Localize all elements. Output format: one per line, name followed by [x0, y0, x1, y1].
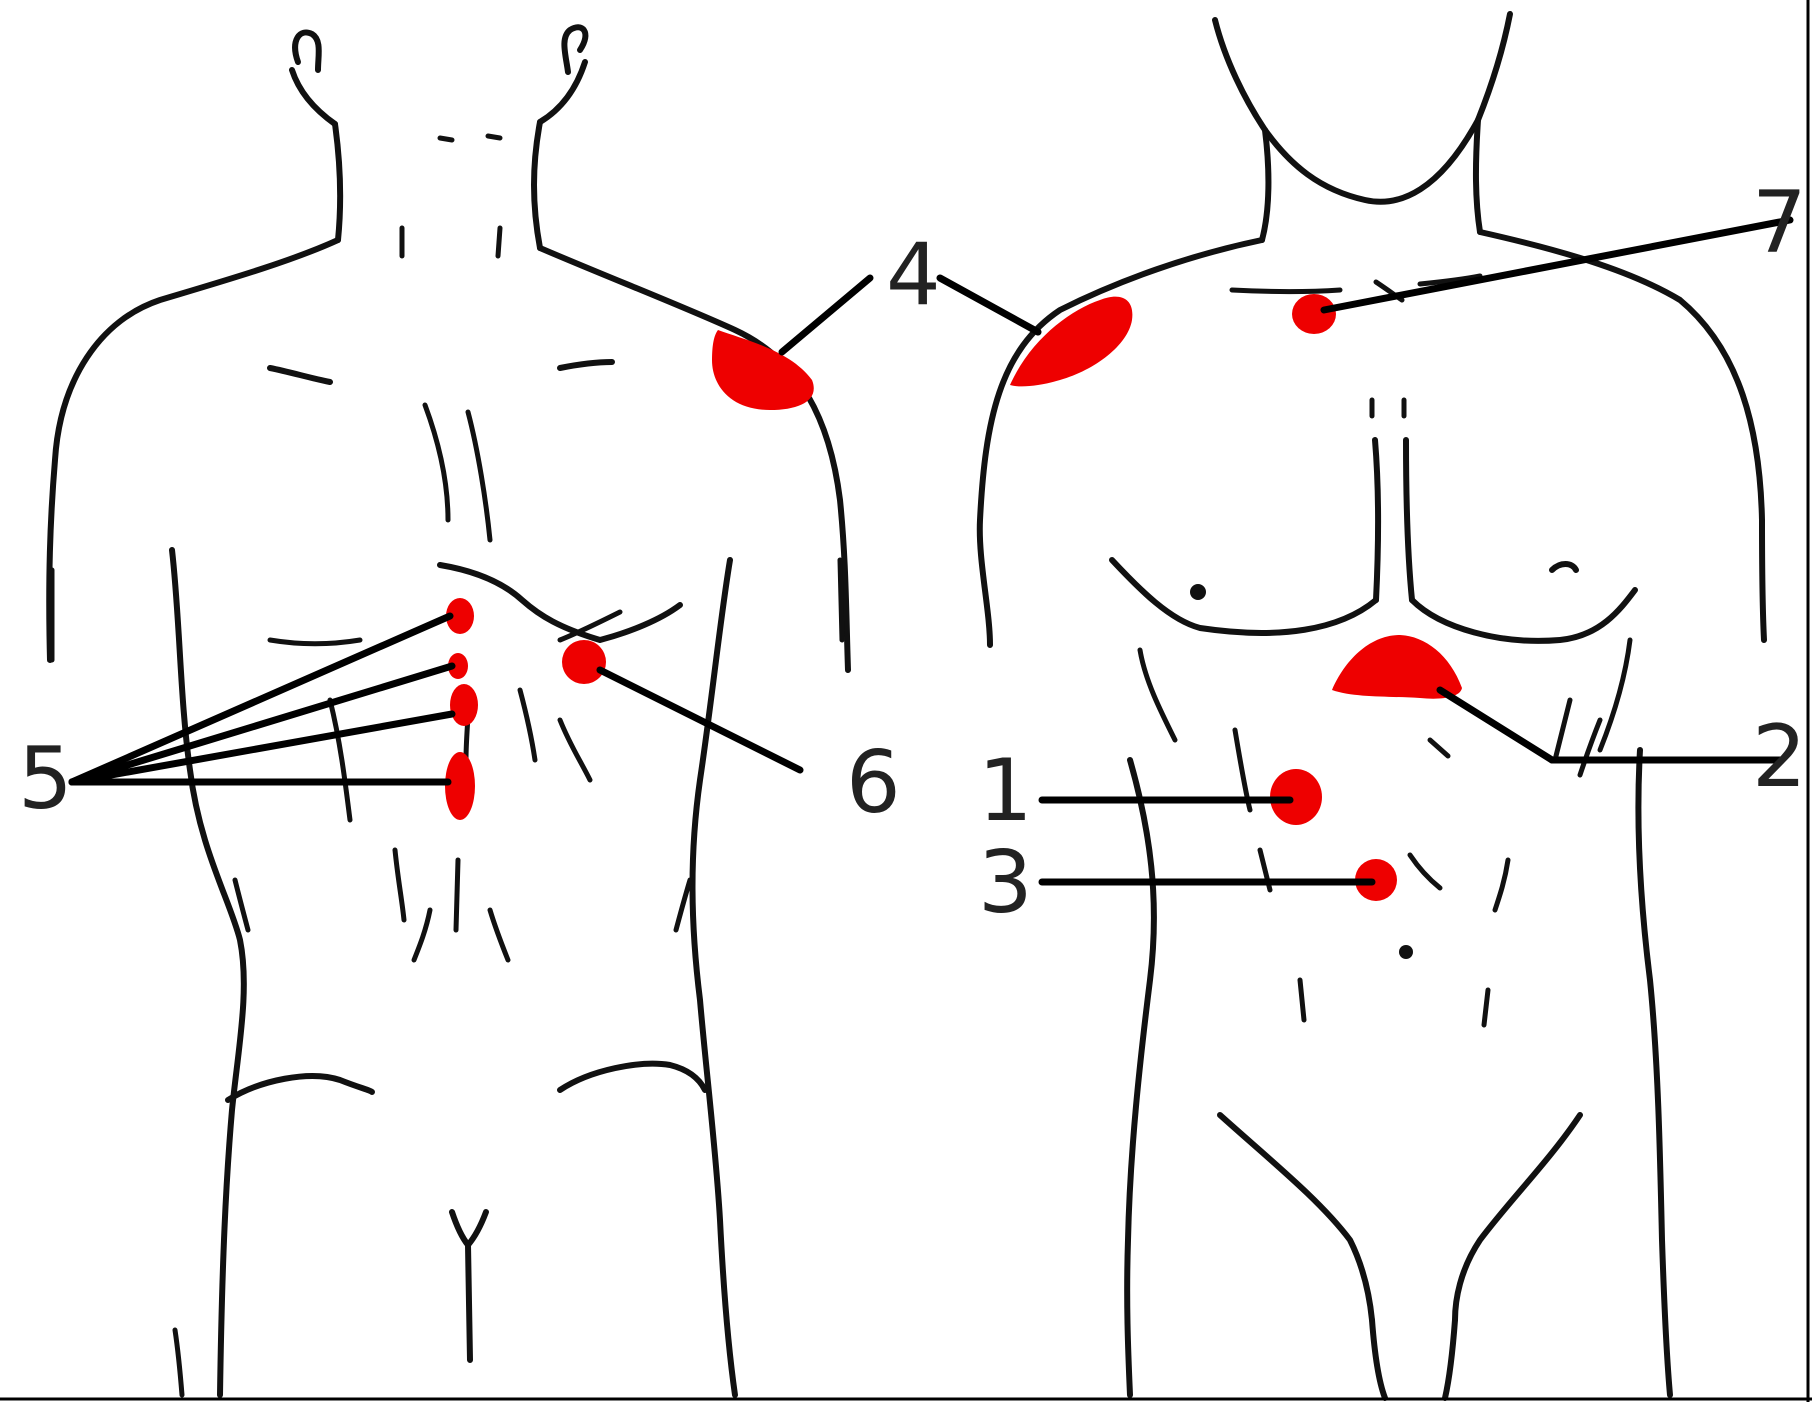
marker-spine-3 — [450, 684, 478, 726]
label-3: 3 — [978, 833, 1033, 933]
label-6: 6 — [846, 733, 901, 833]
label-7: 7 — [1752, 173, 1807, 273]
marker-scapula — [562, 640, 606, 684]
label-5: 5 — [18, 729, 73, 829]
front-view-figure — [980, 14, 1764, 1398]
pain-markers — [445, 294, 1462, 901]
label-2: 2 — [1752, 707, 1807, 807]
label-4: 4 — [886, 225, 941, 325]
labels: 4 5 6 7 2 1 3 — [18, 173, 1807, 933]
marker-spine-4 — [445, 752, 475, 820]
label-1: 1 — [978, 741, 1033, 841]
marker-clavicle — [1292, 294, 1336, 334]
